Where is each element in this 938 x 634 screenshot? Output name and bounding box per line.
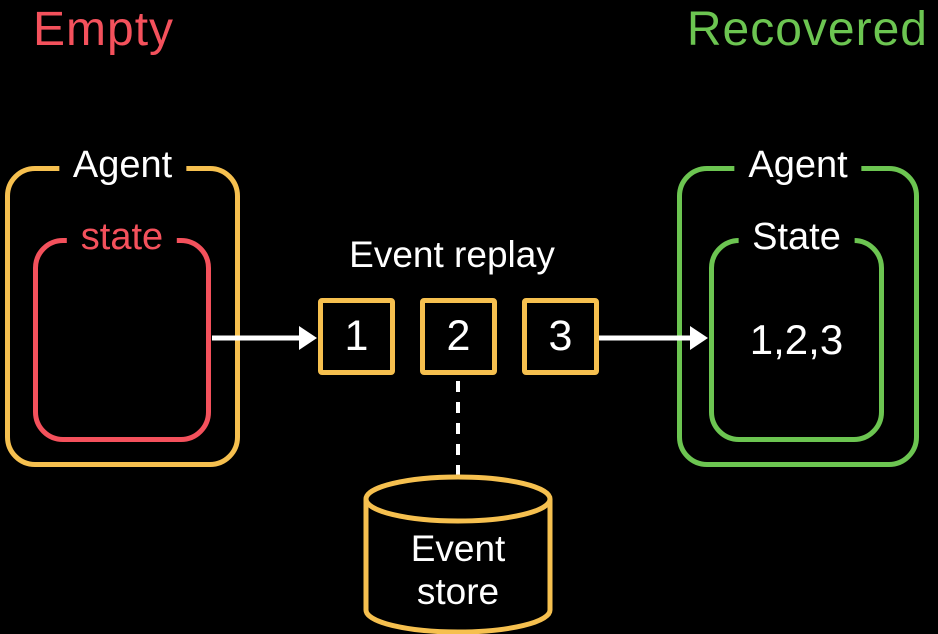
recovered-title: Recovered <box>686 3 928 56</box>
left-state-label: state <box>66 216 178 259</box>
event-box-2: 2 <box>420 298 497 375</box>
right-agent-label: Agent <box>734 144 862 187</box>
event-number-3: 3 <box>548 312 573 360</box>
right-state-label: State <box>738 216 855 259</box>
event-store-label: Event store <box>368 527 548 613</box>
left-agent-box: Agent <box>5 144 240 467</box>
right-agent-box: Agent <box>677 144 919 467</box>
empty-title: Empty <box>33 3 175 56</box>
event-number-1: 1 <box>344 312 369 360</box>
event-box-1: 1 <box>318 298 395 375</box>
left-agent-label: Agent <box>58 144 187 187</box>
right-state-value: 1,2,3 <box>749 316 844 363</box>
event-store-label-line2: store <box>416 571 500 612</box>
event-replay-title: Event replay <box>349 234 555 275</box>
right-state-box: State 1,2,3 <box>709 216 884 442</box>
event-box-3: 3 <box>522 298 599 375</box>
left-state-box: state <box>33 216 211 442</box>
event-number-2: 2 <box>446 312 471 360</box>
left-state-value <box>38 243 206 437</box>
event-store-label-line1: Event <box>410 528 506 569</box>
